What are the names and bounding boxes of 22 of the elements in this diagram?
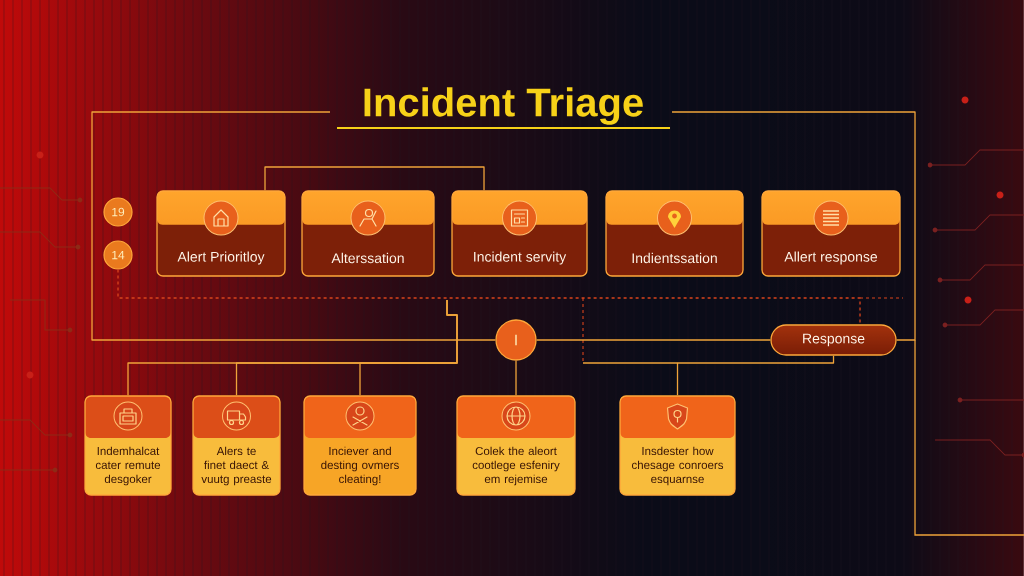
description-box: Colek the aleort cootlege esfeniry em rejemise <box>456 395 576 496</box>
rounded-label: Response <box>770 324 897 356</box>
process-box: Alterssation <box>301 190 435 277</box>
connector-line <box>264 166 485 191</box>
process-box: Indientssation <box>605 190 744 277</box>
connector-line <box>536 339 771 341</box>
description-box: Inciever and desting ovmers cleating! <box>303 395 417 496</box>
connector-line <box>117 268 861 325</box>
connector-line <box>676 355 835 396</box>
process-box: Alert Prioritloy <box>156 190 286 277</box>
description-box: Insdester how chesage conroers esquarnse <box>619 395 736 496</box>
connector-line <box>515 360 517 396</box>
connector-line <box>359 299 458 396</box>
description-box: Indemhalcat cater remute desgoker <box>84 395 172 496</box>
connector-line <box>91 111 496 341</box>
process-box: Allert response <box>761 190 901 277</box>
description-box: Alers te finet daect & vuutg preaste <box>192 395 281 496</box>
number-badge: 19 <box>103 197 133 227</box>
process-box: Incident servity <box>451 190 588 277</box>
title: Incident Triage <box>364 87 643 125</box>
number-badge: 14 <box>103 240 133 270</box>
connector-line <box>671 111 916 341</box>
